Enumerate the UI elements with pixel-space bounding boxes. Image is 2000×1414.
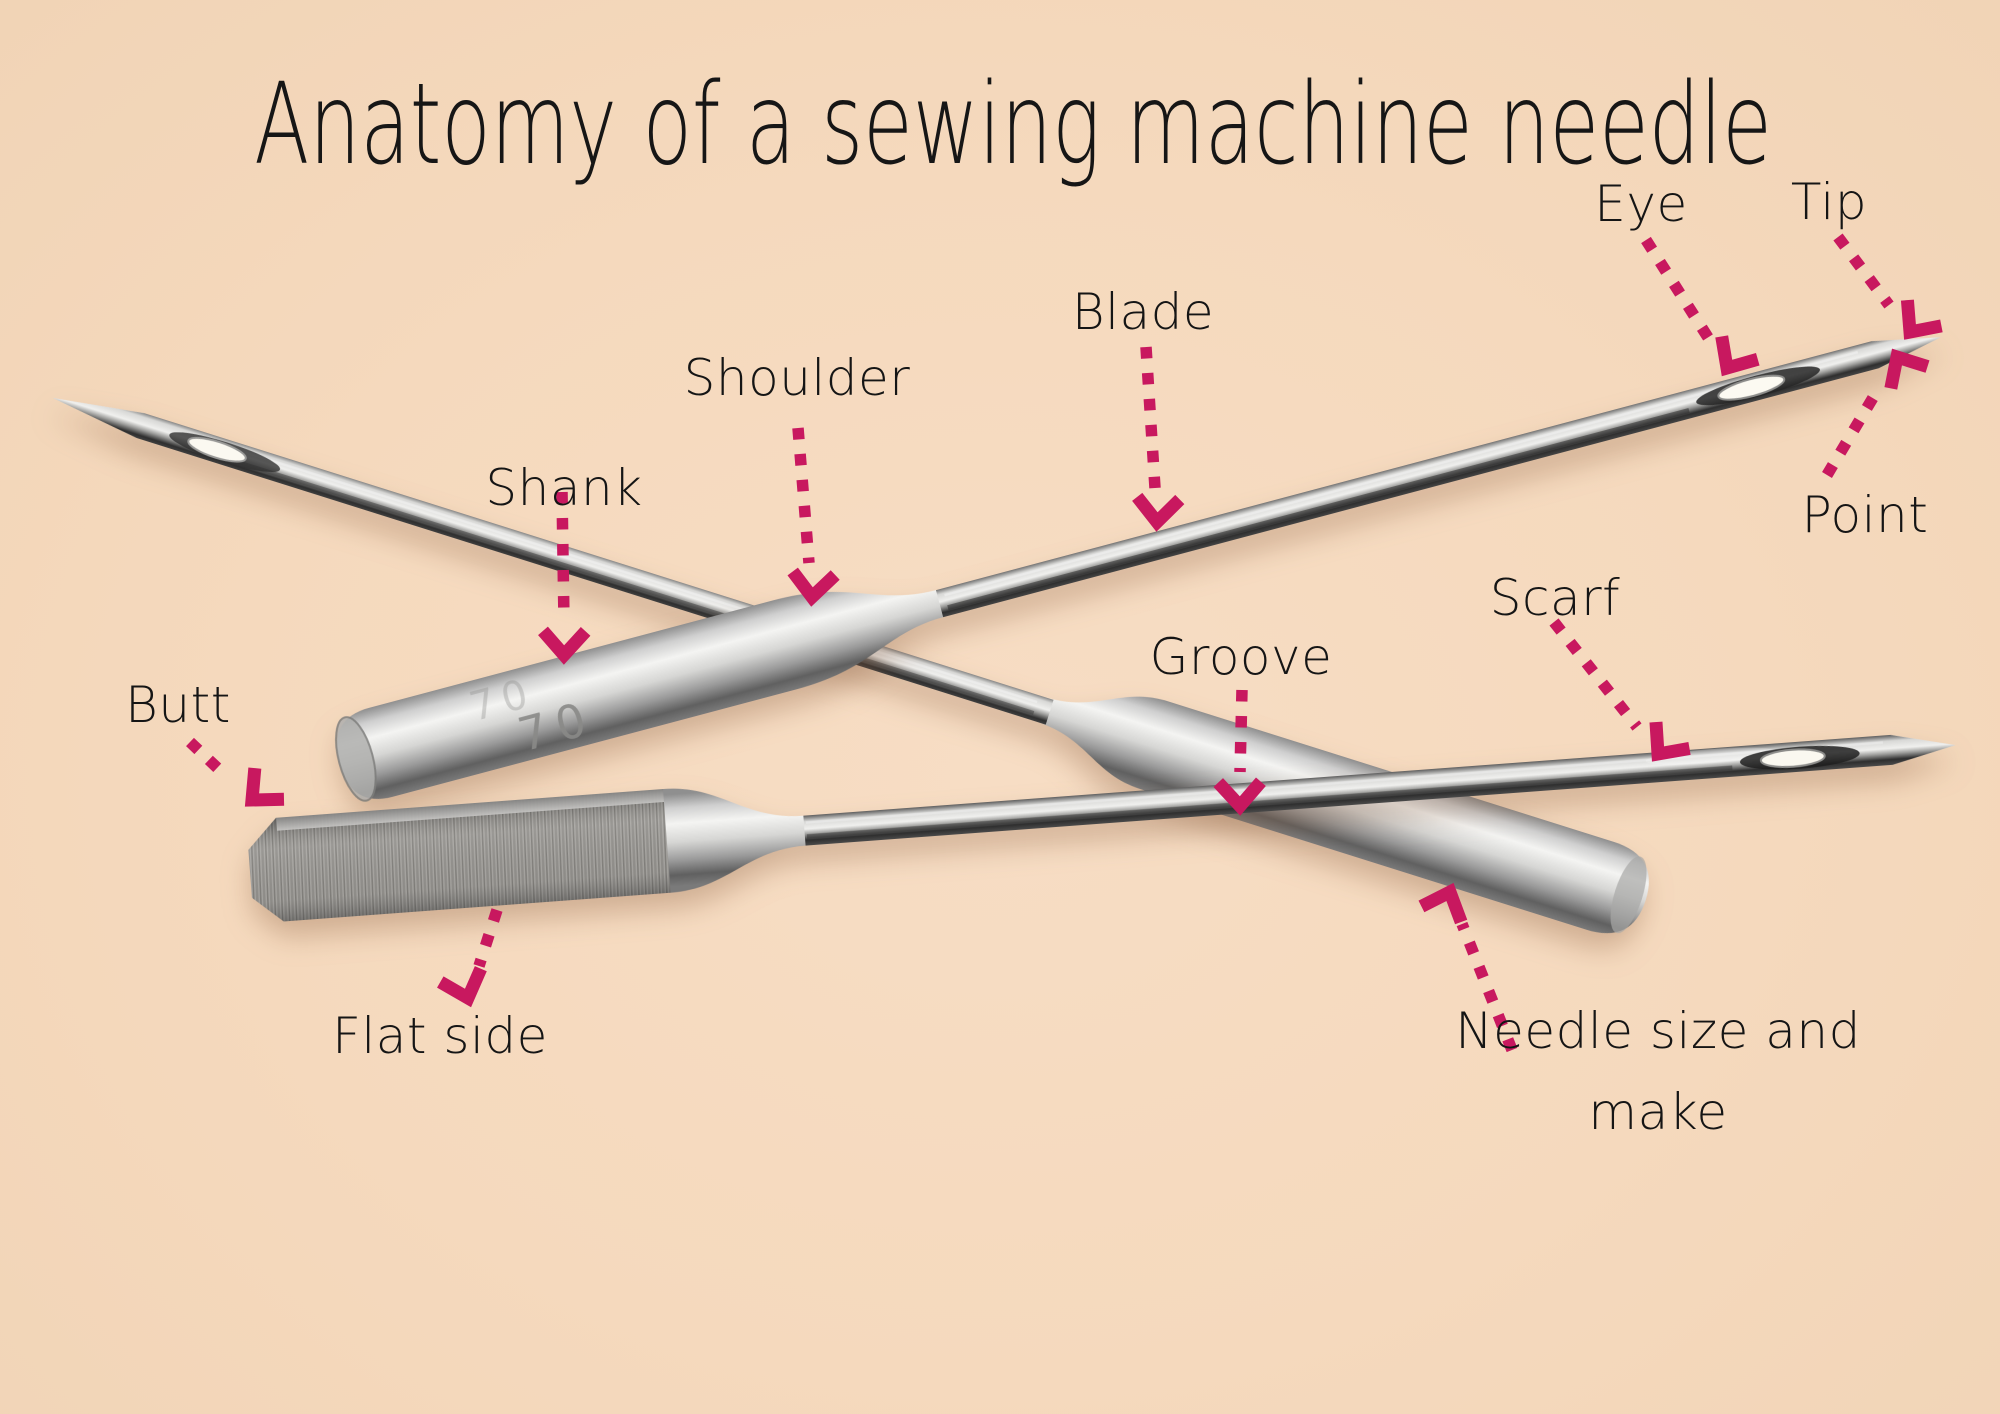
- label-shoulder: Shoulder: [683, 349, 911, 407]
- page-title: Anatomy of a sewing machine needle: [254, 60, 1772, 190]
- label-butt: Butt: [125, 676, 231, 734]
- tip-arrow: [1833, 233, 1943, 340]
- flat-side-arrow: [437, 908, 503, 1008]
- back-needle-eye-hole: [187, 436, 247, 463]
- groove-arrowhead: [1213, 777, 1266, 816]
- label-point: Point: [1801, 486, 1929, 544]
- flat-side-arrowhead: [437, 966, 487, 1008]
- label-flat-side: Flat side: [332, 1007, 548, 1065]
- flat-needle-highlight-line: [805, 741, 1883, 824]
- shank-arrowhead: [538, 626, 591, 665]
- shoulder-arrowhead: [787, 567, 840, 607]
- eye-arrowhead: [1715, 335, 1760, 377]
- back-needle-groove-line: [193, 446, 1035, 715]
- label-groove: Groove: [1149, 628, 1333, 686]
- back-needle-highlight-line: [197, 436, 1038, 704]
- flat-side-needle: [248, 734, 1956, 922]
- flat-needle-scarf: [1645, 747, 1778, 765]
- needle-size-arrow: [1418, 882, 1518, 1053]
- back-needle-butt-face: [1610, 856, 1647, 934]
- flat-needle-groove-line: [806, 765, 1733, 839]
- needle-size-arrowhead: [1418, 882, 1468, 925]
- upper-needle-butt-face: [335, 716, 377, 802]
- upper-needle-highlight-line: [944, 350, 1859, 597]
- label-eye: Eye: [1594, 175, 1688, 233]
- label-scarf: Scarf: [1489, 569, 1621, 627]
- butt-arrow: [186, 737, 285, 807]
- flat-needle-blade: [803, 734, 1956, 846]
- label-needle-size-and-make: Needle size and make: [1455, 1002, 1861, 1141]
- label-tip: Tip: [1790, 173, 1868, 231]
- scarf-arrow: [1549, 618, 1691, 762]
- point-arrow: [1822, 348, 1930, 478]
- label-shank: Shank: [485, 459, 643, 517]
- groove-arrow: [1213, 689, 1266, 816]
- upper-needle-blade: [935, 337, 1941, 618]
- label-blade: Blade: [1071, 283, 1215, 341]
- shoulder-arrow: [787, 427, 840, 607]
- flat-needle-clamp-shading: [248, 789, 671, 922]
- flat-needle-eye-hole: [1759, 748, 1826, 769]
- annotation-arrows: [186, 233, 1943, 1053]
- upper-needle-eye-hole: [1717, 374, 1786, 401]
- blade-arrowhead: [1132, 492, 1185, 532]
- shank-arrow: [538, 491, 591, 665]
- blade-arrow: [1132, 346, 1185, 532]
- scarf-arrowhead: [1649, 721, 1691, 762]
- point-arrowhead: [1884, 348, 1930, 390]
- upper-needle: 70 70: [335, 337, 1941, 802]
- butt-arrowhead: [244, 767, 285, 807]
- eye-arrow: [1641, 236, 1760, 377]
- tip-arrowhead: [1900, 299, 1943, 340]
- upper-needle-groove-line: [947, 408, 1690, 611]
